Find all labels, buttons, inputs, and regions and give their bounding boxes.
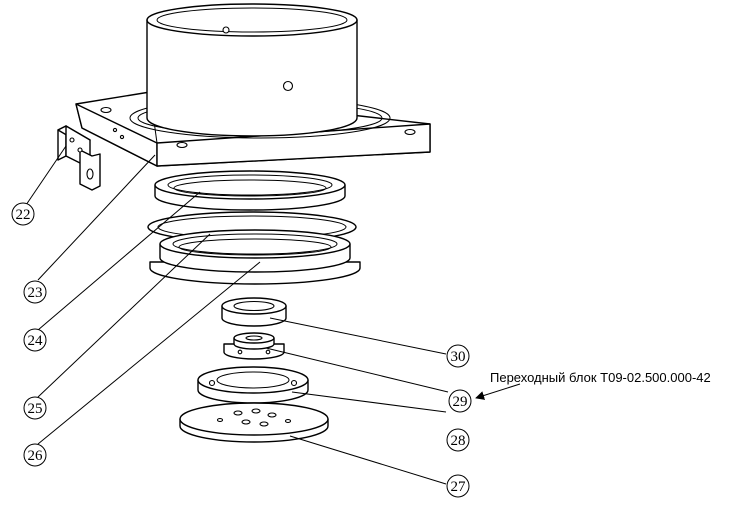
part-26-seal-ring [149,229,361,285]
callout-24: 24 [23,328,47,352]
callout-23: 23 [23,280,47,304]
part-24-ring [154,170,346,211]
callout-25: 25 [23,396,47,420]
callout-26: 26 [23,443,47,467]
callout-26-label: 26 [28,448,44,464]
callout-24-label: 24 [28,333,44,349]
callout-30: 30 [446,344,470,368]
callout-29: 29 [448,389,472,413]
part-29-transition-block [223,332,285,360]
callout-29-label: 29 [453,394,468,410]
part-28-flange [197,366,309,404]
callout-30-label: 30 [451,349,466,365]
callout-22-label: 22 [16,207,31,223]
callout-23-label: 23 [28,285,43,301]
part-27-base-plate [179,402,329,443]
transition-block-annotation: Переходный блок Т09-02.500.000-42 [490,370,711,385]
part-23-housing [75,3,431,167]
callout-28: 28 [446,428,470,452]
callout-27: 27 [446,474,470,498]
part-22-bracket [57,125,101,191]
leader-lines [25,145,521,485]
part-30-bushing [221,297,287,327]
callout-25-label: 25 [28,401,43,417]
callout-27-label: 27 [451,479,467,495]
callout-28-label: 28 [451,433,466,449]
callout-22: 22 [11,202,35,226]
